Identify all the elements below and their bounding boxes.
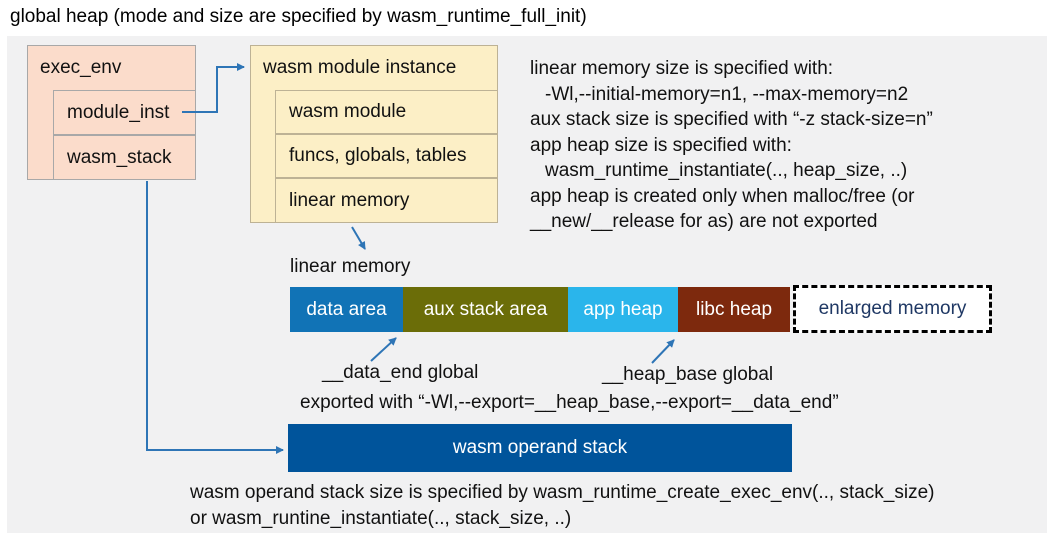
notes-memory-sizes: linear memory size is specified with: -W… [530, 56, 1045, 235]
annotation-heap-base-global: __heap_base global [602, 364, 774, 385]
note-line: -Wl,--initial-memory=n1, --max-memory=n2 [545, 83, 909, 105]
module-instance-field-linear-memory: linear memory [275, 178, 498, 223]
note-line: app heap size is specified with: [530, 134, 792, 156]
module-instance-field-wasm-module: wasm module [275, 90, 498, 134]
note-line: __new/__release for as) are not exported [530, 211, 878, 232]
operand-stack-bar: wasm operand stack [288, 424, 792, 472]
segment-enlarged-memory: enlarged memory [793, 285, 992, 333]
note-line: aux stack size is specified with “-z sta… [530, 109, 933, 130]
exec-env-field-module-inst: module_inst [53, 90, 196, 135]
segment-aux-stack-area: aux stack area [403, 287, 568, 332]
linear-memory-caption: linear memory [290, 256, 411, 277]
note-line: wasm operand stack size is specified by … [190, 482, 935, 503]
diagram-title: global heap (mode and size are specified… [10, 6, 587, 27]
exec-env-field-wasm-stack: wasm_stack [53, 135, 196, 180]
annotation-data-end-global: __data_end global [322, 362, 479, 383]
note-line: linear memory size is specified with: [530, 58, 834, 79]
exec-env-title: exec_env [40, 56, 122, 78]
note-line: wasm_runtime_instantiate(.., heap_size, … [545, 160, 908, 181]
note-line: app heap is created only when malloc/fre… [530, 185, 915, 207]
segment-data-area: data area [290, 287, 403, 332]
module-instance-field-funcs-globals-tables: funcs, globals, tables [275, 134, 498, 178]
note-line: or wasm_runtine_instantiate(.., stack_si… [190, 508, 572, 529]
annotation-exported-with: exported with “-Wl,--export=__heap_base,… [300, 392, 839, 413]
module-instance-title: wasm module instance [263, 56, 457, 78]
segment-app-heap: app heap [568, 287, 678, 332]
notes-operand-stack-size: wasm operand stack size is specified by … [190, 480, 935, 532]
segment-libc-heap: libc heap [678, 287, 790, 332]
